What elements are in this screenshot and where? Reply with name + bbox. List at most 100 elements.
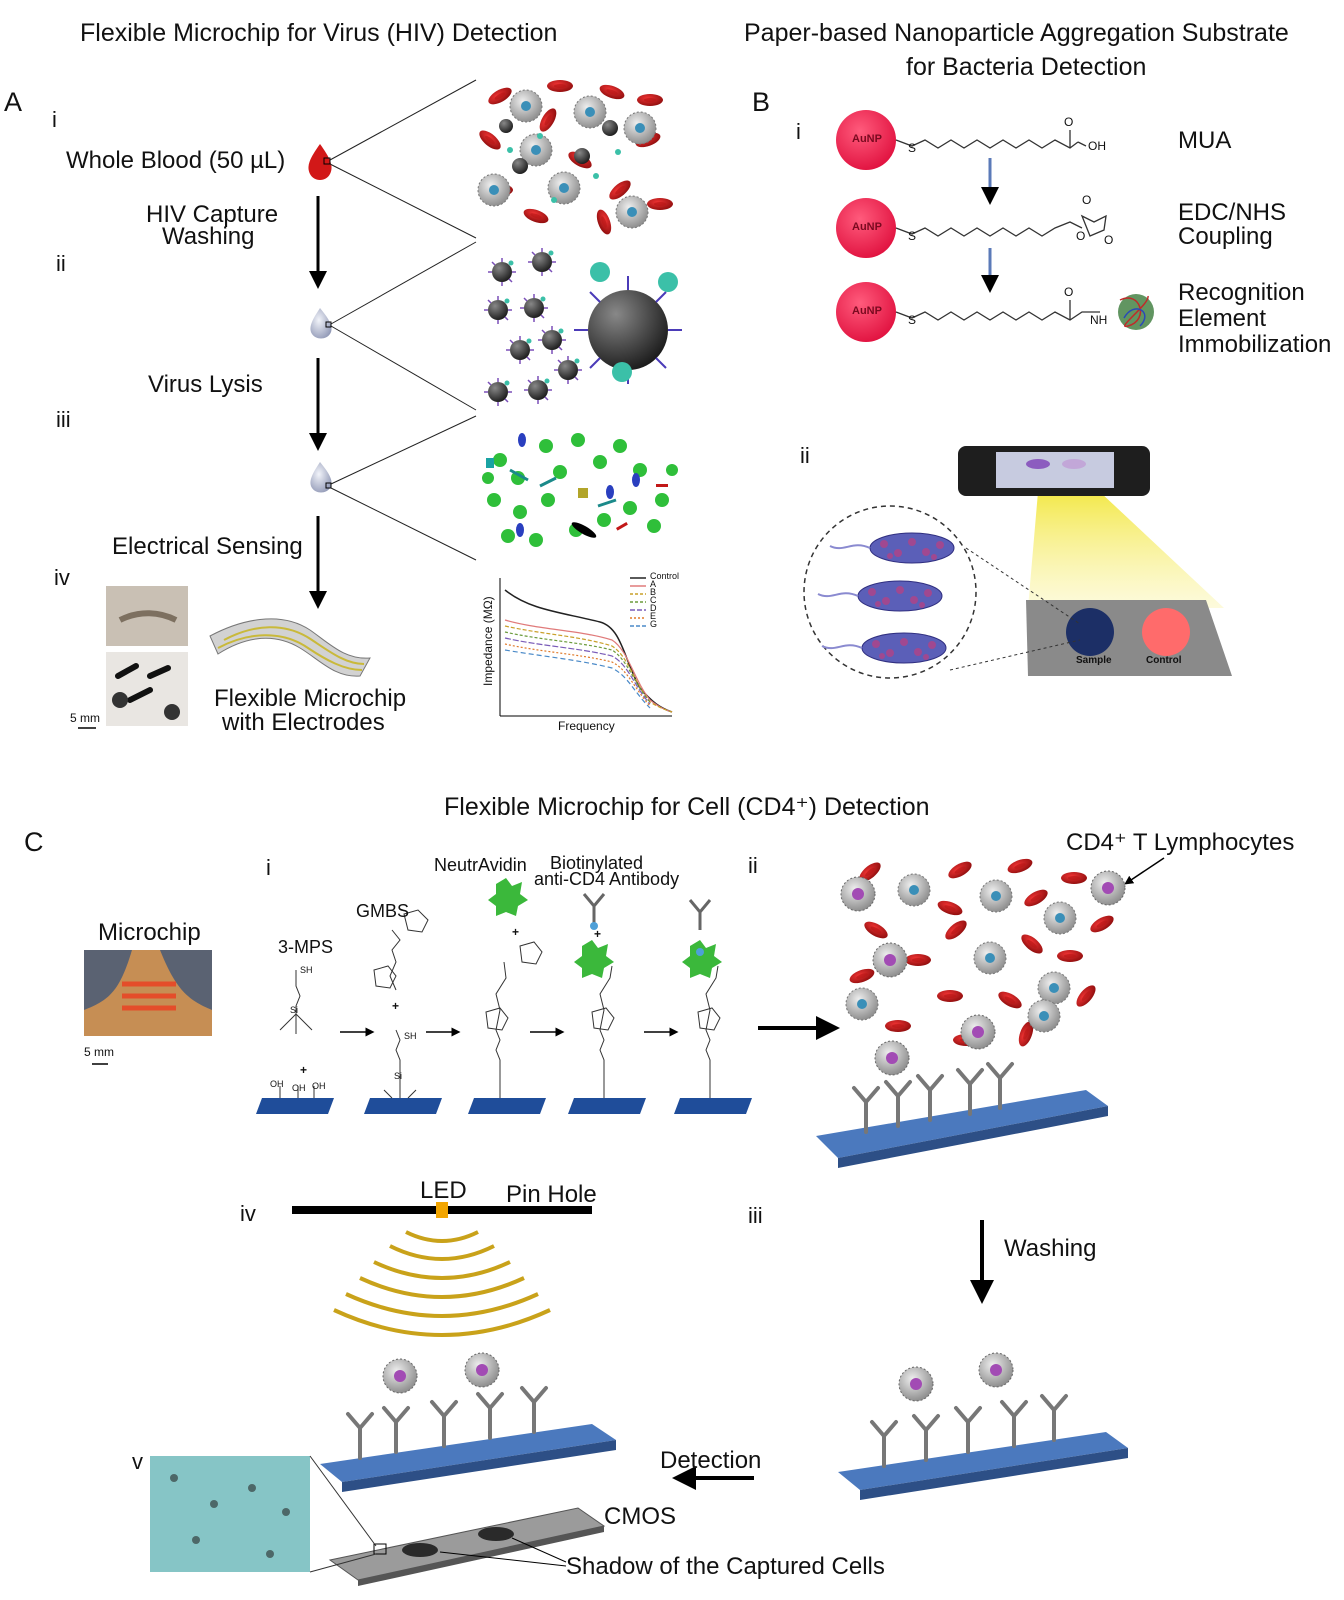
oxygen-label-mua: O xyxy=(1064,115,1074,129)
silicon-label-2: Si xyxy=(394,1071,403,1081)
legend-e: E xyxy=(650,611,657,621)
step-label-c-iv: iv xyxy=(240,1201,256,1226)
plus-sign-3: + xyxy=(512,925,520,939)
panel-letter-c: C xyxy=(24,827,44,857)
section-title-b-line2: for Bacteria Detection xyxy=(906,53,1147,81)
oxygen-label-nhs-1: O xyxy=(1082,193,1092,207)
recognition-label-2: Element xyxy=(1178,305,1267,332)
washed-substrate xyxy=(838,1352,1128,1500)
bacteria-magnified xyxy=(803,505,1081,679)
sample-droplet-icon xyxy=(310,308,332,339)
thiol-label-2: SH xyxy=(404,1031,417,1041)
washing-label-c: Washing xyxy=(1004,1235,1097,1262)
blood-cells-illustration xyxy=(476,80,673,237)
led-label: LED xyxy=(420,1177,467,1204)
flexible-microchip-illustration xyxy=(209,618,371,677)
sulfur-label-1: S xyxy=(908,141,917,155)
scale-bar-label-c: 5 mm xyxy=(84,1045,114,1059)
hydroxyl-label-c-3: OH xyxy=(312,1081,326,1091)
step-label-a-i: i xyxy=(52,107,57,132)
mps-label: 3-MPS xyxy=(278,937,334,957)
plus-sign-2: + xyxy=(392,999,400,1013)
legend-b: B xyxy=(650,587,657,597)
anti-cd4-label: anti-CD4 Antibody xyxy=(534,869,680,889)
cd4-lymphocytes-label: CD4⁺ T Lymphocytes xyxy=(1066,829,1295,856)
oxygen-label-nhs-3: O xyxy=(1076,229,1086,243)
whole-blood-label: Whole Blood (50 µL) xyxy=(66,147,286,174)
legend-control: Control xyxy=(650,571,680,581)
aunp-label-2: AuNP xyxy=(852,221,882,233)
hydroxyl-label-c-1: OH xyxy=(270,1079,284,1089)
panel-letter-b: B xyxy=(752,87,771,117)
mua-label: MUA xyxy=(1178,127,1232,154)
lysed-virus-illustration xyxy=(482,433,678,547)
sulfur-label-2: S xyxy=(908,229,917,243)
cd4-capture-substrate xyxy=(816,855,1165,1168)
section-title-b-line1: Paper-based Nanoparticle Aggregation Sub… xyxy=(744,19,1289,47)
surface-chemistry-steps xyxy=(256,878,752,1114)
sulfur-label-3: S xyxy=(908,313,917,327)
recognition-label-3: Immobilization xyxy=(1178,331,1332,358)
hydroxyl-label-c-2: OH xyxy=(292,1083,306,1093)
recognition-element-icon xyxy=(1118,294,1154,330)
step-label-c-i: i xyxy=(266,855,271,880)
hydroxyl-label: OH xyxy=(1088,139,1106,153)
plus-sign-1: + xyxy=(300,1063,308,1077)
step-label-a-ii: ii xyxy=(56,251,66,276)
scale-bar-label-a: 5 mm xyxy=(70,711,100,725)
thiol-label-1: SH xyxy=(300,965,313,975)
panel-letter-a: A xyxy=(4,87,23,117)
biotinylated-label: Biotinylated xyxy=(550,853,644,873)
paper-substrate xyxy=(1026,600,1232,676)
recognition-label-1: Recognition xyxy=(1178,279,1305,306)
impedance-chart xyxy=(499,577,673,717)
flexible-microchip-label-2: with Electrodes xyxy=(222,709,385,736)
electrical-sensing-label: Electrical Sensing xyxy=(112,533,303,560)
step-label-a-iv: iv xyxy=(54,565,70,590)
step-label-c-ii: ii xyxy=(748,853,758,878)
led-pinhole-light xyxy=(292,1202,592,1337)
cmos-sensor xyxy=(328,1507,606,1586)
micrograph-image xyxy=(150,1455,377,1573)
captured-virus-illustration xyxy=(483,247,682,407)
sample-spot-label: Sample xyxy=(1076,655,1112,666)
oxygen-label-amide: O xyxy=(1064,285,1074,299)
step-label-c-iii: iii xyxy=(748,1203,763,1228)
smartphone-reader xyxy=(958,446,1224,608)
step-label-c-v: v xyxy=(132,1449,143,1474)
silicon-label-1: Si xyxy=(290,1005,299,1015)
hiv-capture-label: HIV Capture xyxy=(146,201,279,228)
legend-g: G xyxy=(650,619,658,629)
edc-nhs-label-1: EDC/NHS xyxy=(1178,199,1287,226)
aunp-label-3: AuNP xyxy=(852,305,882,317)
edc-nhs-label-2: Coupling xyxy=(1178,223,1273,250)
detection-substrate xyxy=(320,1352,616,1492)
step-label-a-iii: iii xyxy=(56,407,71,432)
shadow-label: Shadow of the Captured Cells xyxy=(566,1553,885,1580)
oxygen-label-nhs-2: O xyxy=(1104,233,1114,247)
section-title-a: Flexible Microchip for Virus (HIV) Detec… xyxy=(80,19,558,47)
microchip-label: Microchip xyxy=(98,919,201,946)
legend-a: A xyxy=(650,579,657,589)
plus-sign-4: + xyxy=(594,927,602,941)
neutravidin-label: NeutrAvidin xyxy=(434,855,527,875)
virus-lysis-label: Virus Lysis xyxy=(148,371,263,398)
step-label-b-ii: ii xyxy=(800,443,810,468)
amine-label: NH xyxy=(1090,313,1108,327)
gmbs-label: GMBS xyxy=(356,901,410,921)
detection-label: Detection xyxy=(660,1447,762,1474)
aunp-label-1: AuNP xyxy=(852,133,882,145)
chart-xlabel: Frequency xyxy=(558,719,615,733)
washing-label-a: Washing xyxy=(162,223,255,250)
flexible-microchip-label-1: Flexible Microchip xyxy=(214,685,407,712)
microchip-glove-photo xyxy=(84,950,212,1036)
chart-ylabel: Impedance (MΩ) xyxy=(481,596,495,686)
legend-d: D xyxy=(650,603,657,613)
step-label-b-i: i xyxy=(796,119,801,144)
section-title-c: Flexible Microchip for Cell (CD4⁺) Detec… xyxy=(444,793,930,821)
chart-legend: Control A B C D E G xyxy=(650,571,680,629)
aunp-chemistry xyxy=(836,110,1154,342)
control-spot-label: Control xyxy=(1146,655,1182,666)
